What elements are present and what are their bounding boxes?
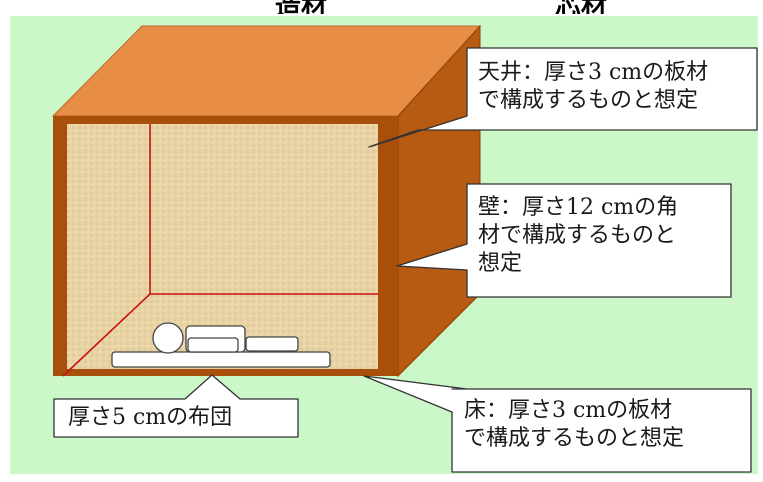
futon-callout-line1: 厚さ5 cmの布団 bbox=[68, 405, 233, 430]
ceiling-callout-box bbox=[368, 47, 758, 148]
wall-callout-line1: 壁：厚さ12 cmの角 bbox=[478, 195, 679, 220]
floor-callout-line2: で構成するものと想定 bbox=[464, 426, 685, 451]
wall-callout-line2: 材で構成するものと bbox=[478, 223, 677, 248]
person-head bbox=[152, 322, 184, 354]
header-right-label: 芯材 bbox=[555, 0, 607, 14]
futon-with-person bbox=[111, 322, 331, 368]
person-legs bbox=[245, 336, 299, 352]
ceiling-callout-line2: で構成するものと想定 bbox=[478, 88, 699, 113]
header-labels: 造材 芯材 bbox=[0, 0, 763, 14]
ceiling-callout-text: 天井：厚さ3 cmの板材 で構成するものと想定 bbox=[478, 59, 708, 115]
floor-callout-box bbox=[363, 375, 752, 473]
wall-callout-text: 壁：厚さ12 cmの角 材で構成するものと 想定 bbox=[478, 194, 678, 278]
futon-callout-text: 厚さ5 cmの布団 bbox=[68, 404, 232, 432]
back-corner-guides bbox=[62, 124, 378, 377]
wall-callout-box bbox=[396, 183, 732, 298]
floor-callout-text: 床：厚さ3 cmの板材 で構成するものと想定 bbox=[464, 397, 684, 453]
futon-callout-box bbox=[53, 374, 299, 438]
floor-callout-line1: 床：厚さ3 cmの板材 bbox=[464, 398, 673, 423]
wall-callout-line3: 想定 bbox=[478, 251, 523, 276]
ceiling-callout-line1: 天井：厚さ3 cmの板材 bbox=[478, 60, 709, 85]
header-left-label: 造材 bbox=[275, 0, 327, 14]
person-arm bbox=[187, 337, 239, 353]
futon bbox=[111, 351, 331, 368]
